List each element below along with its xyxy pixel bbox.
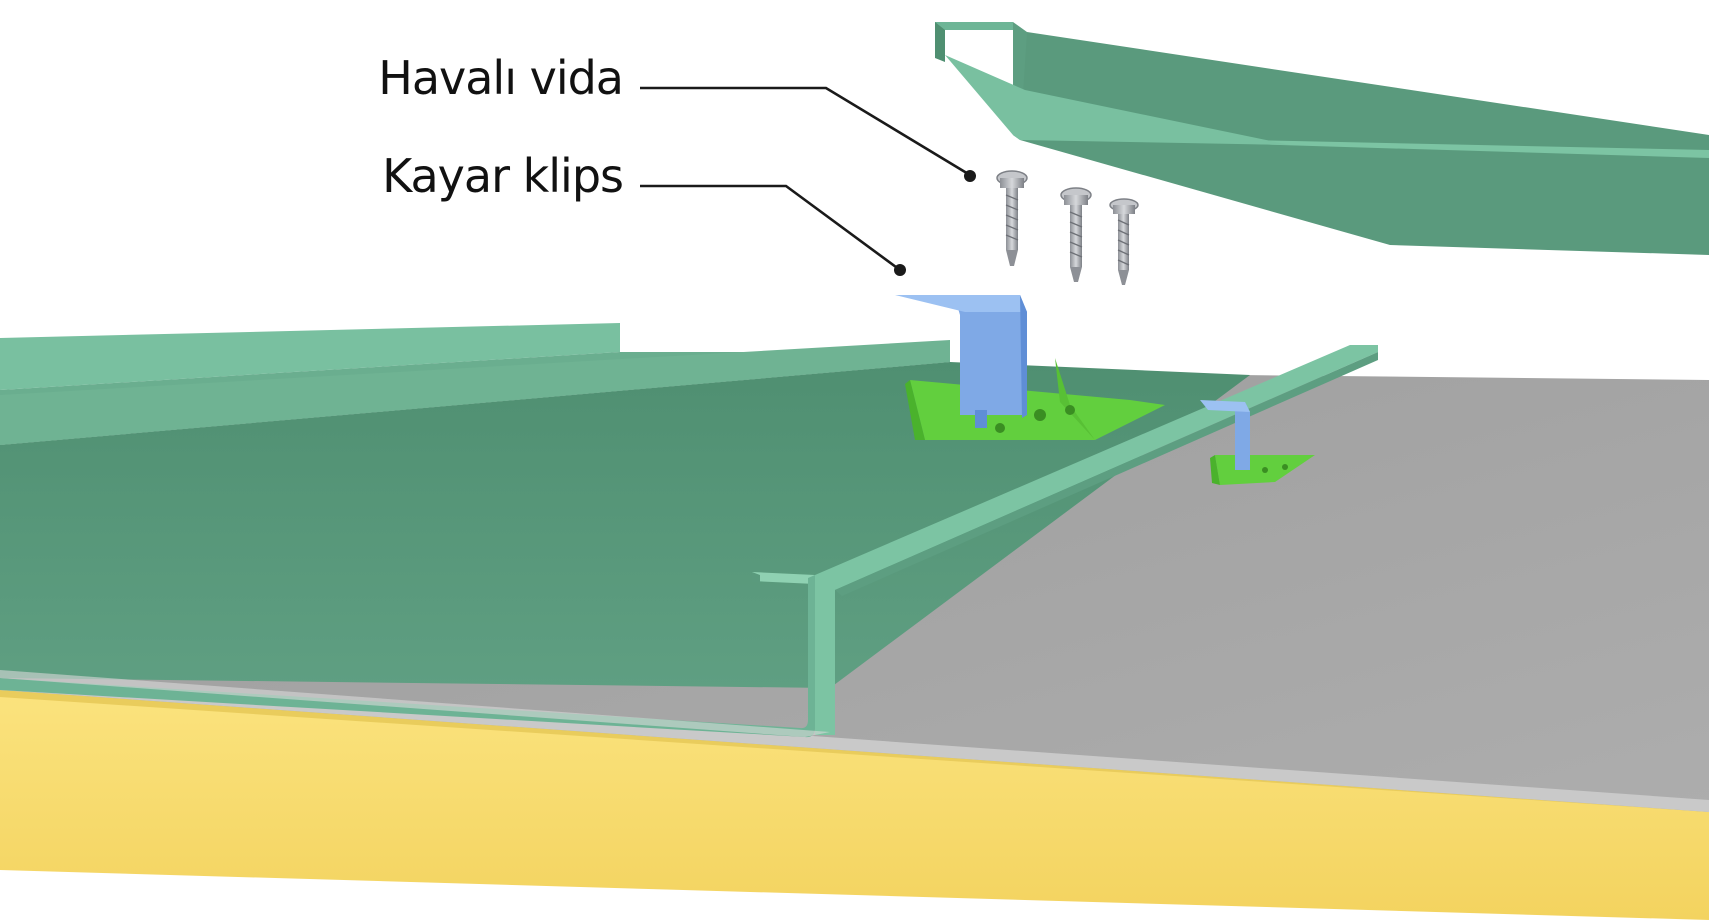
leader-clip [640, 184, 901, 272]
sliding-clip-small [1200, 400, 1315, 485]
roof-panel-top [935, 22, 1709, 255]
screw-1 [996, 170, 1028, 266]
label-clip: Kayar klips [382, 149, 623, 203]
screw-3 [1109, 198, 1139, 285]
roof-panel-main [0, 340, 1378, 738]
callout-leaders [640, 86, 976, 276]
leader-clip-dot [894, 264, 906, 276]
leader-screw-dot [964, 170, 976, 182]
screw-group [996, 170, 1139, 285]
callout-labels: Havalı vida Kayar klips [378, 51, 624, 203]
label-screw: Havalı vida [378, 51, 623, 105]
screw-2 [1060, 187, 1092, 282]
sliding-clip-large [895, 295, 1165, 440]
leader-screw [640, 86, 971, 177]
